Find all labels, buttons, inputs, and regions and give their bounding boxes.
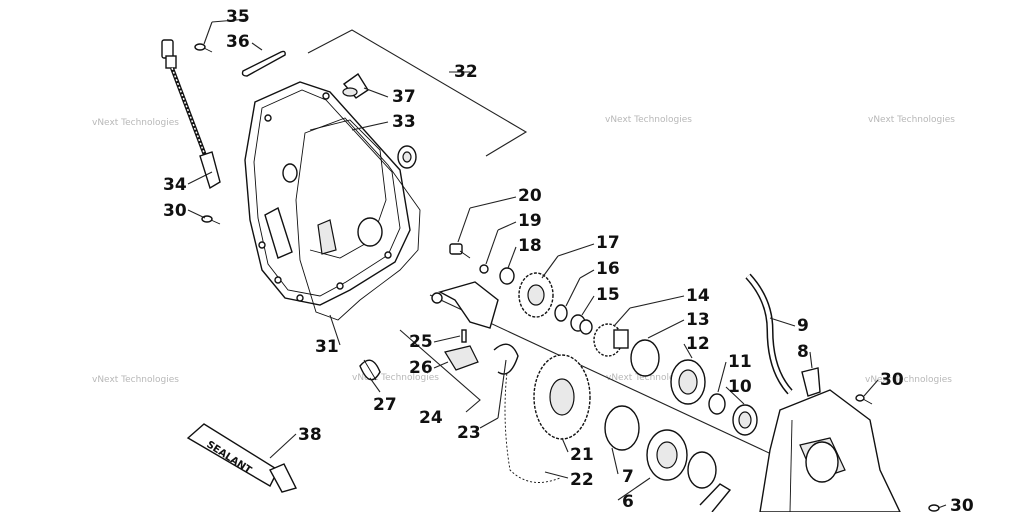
callout-labels: 35 36 32 37 33 34 30 20 19 18 17 16 15 1… (163, 7, 974, 512)
callout-14: 14 (686, 286, 710, 306)
callout-8: 8 (797, 342, 809, 362)
watermark: vNext Technologies (868, 115, 955, 125)
leader-lines (187, 18, 947, 509)
screw-30-bottom (928, 504, 940, 512)
washer-18 (499, 267, 515, 285)
callout-10: 10 (728, 377, 752, 397)
callout-20: 20 (518, 186, 542, 206)
clip-23 (493, 343, 519, 375)
bolt-20 (449, 243, 471, 259)
sealant-tube-38: SEALANT (186, 423, 298, 493)
sprocket-17 (518, 272, 554, 318)
callout-6: 6 (622, 492, 634, 512)
callout-26: 26 (409, 358, 433, 378)
link-36 (241, 50, 286, 77)
callout-38: 38 (298, 425, 322, 445)
callout-35: 35 (226, 7, 250, 27)
o-ring-7 (604, 405, 640, 451)
callout-18: 18 (518, 236, 542, 256)
cable-assembly (161, 39, 221, 190)
chain-22 (504, 349, 561, 483)
screw-35 (194, 43, 213, 53)
hose-9-inner (746, 274, 792, 394)
gasket-31 (295, 117, 421, 321)
callout-13: 13 (686, 310, 710, 330)
watermark: vNext Technologies (865, 375, 952, 385)
callout-9: 9 (797, 316, 809, 336)
snap-ring-16 (554, 304, 568, 322)
callout-37: 37 (392, 87, 416, 107)
callout-33: 33 (392, 112, 416, 132)
callout-11: 11 (728, 352, 752, 372)
callout-21: 21 (570, 445, 594, 465)
watermark: vNext Technologies (92, 375, 179, 385)
callout-16: 16 (596, 259, 620, 279)
callout-24: 24 (419, 408, 443, 428)
tensioner-bracket (399, 281, 499, 413)
screw-30-right (855, 394, 873, 405)
o-ring-13 (630, 339, 660, 377)
callout-7: 7 (622, 467, 634, 487)
washer-19 (479, 264, 489, 274)
callout-25: 25 (409, 332, 433, 352)
plug-37 (342, 72, 369, 99)
callout-15: 15 (596, 285, 620, 305)
shim-15b (579, 319, 593, 335)
fitting-8 (801, 367, 821, 397)
callout-22: 22 (570, 470, 594, 490)
screw-30-left (201, 215, 221, 225)
watermark: vNext Technologies (352, 373, 439, 383)
washer-11 (708, 393, 726, 415)
chain-case-cover (244, 81, 411, 306)
seal-33 (397, 145, 417, 169)
callout-30: 30 (880, 370, 904, 390)
callout-12: 12 (686, 334, 710, 354)
gear-21 (533, 354, 591, 440)
watermark: vNext Technologies (92, 118, 179, 128)
bracket-32 (307, 29, 528, 157)
callout-32: 32 (454, 62, 478, 82)
callout-36: 36 (226, 32, 250, 52)
gearcase-housing (699, 389, 901, 512)
callout-31: 31 (315, 337, 339, 357)
callout-27: 27 (373, 395, 397, 415)
seal-10 (732, 404, 758, 436)
bearing-6 (646, 429, 717, 489)
callout-23: 23 (457, 423, 481, 443)
callout-30: 30 (950, 496, 974, 512)
bearing-12 (670, 359, 706, 405)
callout-30: 30 (163, 201, 187, 221)
spring-27 (359, 359, 381, 381)
callout-34: 34 (163, 175, 187, 195)
callout-19: 19 (518, 211, 542, 231)
watermark: vNext Technologies (605, 115, 692, 125)
callout-17: 17 (596, 233, 620, 253)
watermarks: vNext Technologies vNext Technologies vN… (92, 115, 955, 385)
watermark: vNext Technologies (606, 373, 693, 383)
gear-14 (593, 323, 629, 357)
